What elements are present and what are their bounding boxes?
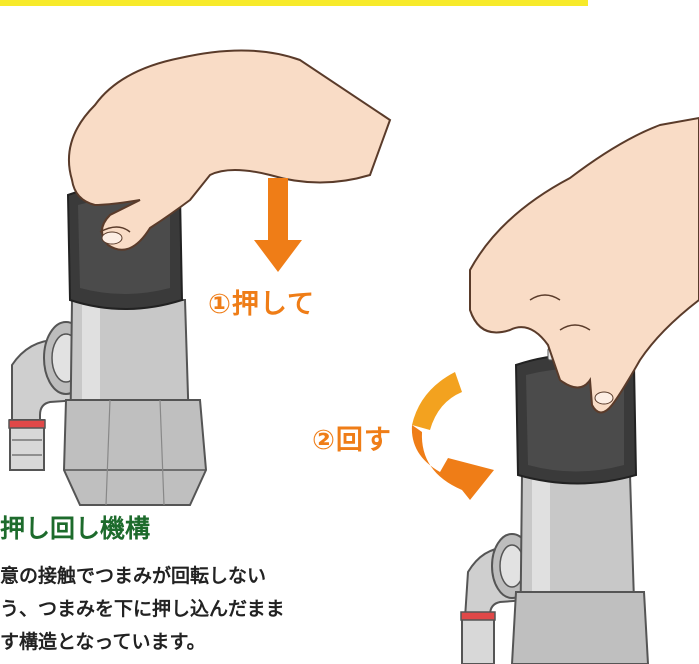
description-text: 意の接触でつまみが回転しない う、つまみを下に押し込んだまま す構造となっていま…: [0, 560, 400, 659]
right-hand: [469, 116, 699, 414]
description-line-3: す構造となっています。: [0, 631, 206, 653]
rotate-arrow: [411, 372, 494, 500]
left-hand: [68, 49, 392, 251]
top-accent-line: [0, 0, 588, 6]
section-heading: 押し回し機構: [0, 514, 151, 543]
push-down-arrow: [254, 178, 302, 272]
description-line-1: 意の接触でつまみが回転しない: [0, 565, 267, 587]
description-line-2: う、つまみを下に押し込んだまま: [0, 598, 285, 620]
turn-step-label: ②回す: [312, 425, 392, 456]
push-step-label: ①押して: [208, 289, 316, 320]
